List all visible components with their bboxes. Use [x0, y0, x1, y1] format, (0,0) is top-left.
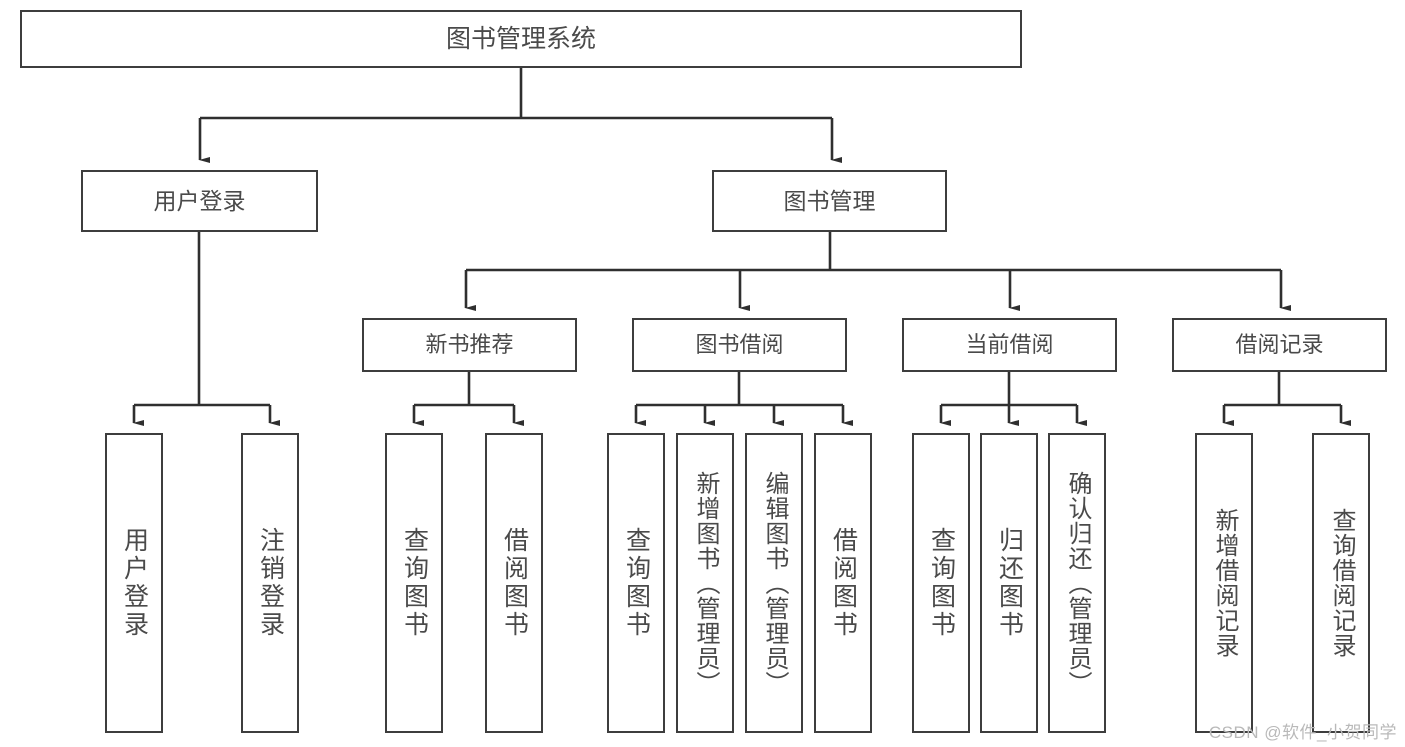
node-label: 新增图书（管理员） [692, 470, 719, 696]
leaf-user-login[interactable]: 用户登录 [105, 433, 163, 733]
node-label: 查询图书 [400, 527, 429, 639]
node-label: 确认归还（管理员） [1064, 470, 1091, 696]
node-label: 编辑图书（管理员） [761, 470, 788, 696]
leaf-return-book[interactable]: 归还图书 [980, 433, 1038, 733]
leaf-confirm-return-admin[interactable]: 确认归还（管理员） [1048, 433, 1106, 733]
node-label: 新书推荐 [425, 332, 514, 358]
node-current-borrow[interactable]: 当前借阅 [902, 318, 1117, 372]
node-label: 图书借阅 [695, 332, 784, 358]
node-label: 查询图书 [927, 527, 956, 639]
leaf-query-book[interactable]: 查询图书 [607, 433, 665, 733]
node-label: 查询借阅记录 [1328, 508, 1355, 658]
node-book-manage[interactable]: 图书管理 [712, 170, 947, 232]
node-new-book-recommend[interactable]: 新书推荐 [362, 318, 577, 372]
leaf-logout[interactable]: 注销登录 [241, 433, 299, 733]
leaf-query-book-rec[interactable]: 查询图书 [385, 433, 443, 733]
node-book-borrow[interactable]: 图书借阅 [632, 318, 847, 372]
node-label: 借阅图书 [500, 527, 529, 639]
node-borrow-record[interactable]: 借阅记录 [1172, 318, 1387, 372]
watermark-text: CSDN @软件_小贺同学 [1208, 723, 1397, 742]
node-user-login[interactable]: 用户登录 [81, 170, 318, 232]
node-label: 注销登录 [256, 527, 285, 639]
node-label: 借阅记录 [1235, 332, 1324, 358]
node-label: 用户登录 [153, 187, 246, 214]
leaf-edit-book-admin[interactable]: 编辑图书（管理员） [745, 433, 803, 733]
node-label: 用户登录 [120, 527, 149, 639]
node-label: 图书管理系统 [445, 24, 596, 53]
node-label: 新增借阅记录 [1211, 508, 1238, 658]
leaf-add-book-admin[interactable]: 新增图书（管理员） [676, 433, 734, 733]
node-label: 借阅图书 [829, 527, 858, 639]
node-label: 归还图书 [995, 527, 1024, 639]
leaf-query-borrow-record[interactable]: 查询借阅记录 [1312, 433, 1370, 733]
node-root-system[interactable]: 图书管理系统 [20, 10, 1022, 68]
leaf-query-book-current[interactable]: 查询图书 [912, 433, 970, 733]
node-label: 查询图书 [622, 527, 651, 639]
leaf-borrow-book-rec[interactable]: 借阅图书 [485, 433, 543, 733]
node-label: 当前借阅 [965, 332, 1054, 358]
node-label: 图书管理 [783, 187, 876, 214]
leaf-add-borrow-record[interactable]: 新增借阅记录 [1195, 433, 1253, 733]
leaf-borrow-book[interactable]: 借阅图书 [814, 433, 872, 733]
